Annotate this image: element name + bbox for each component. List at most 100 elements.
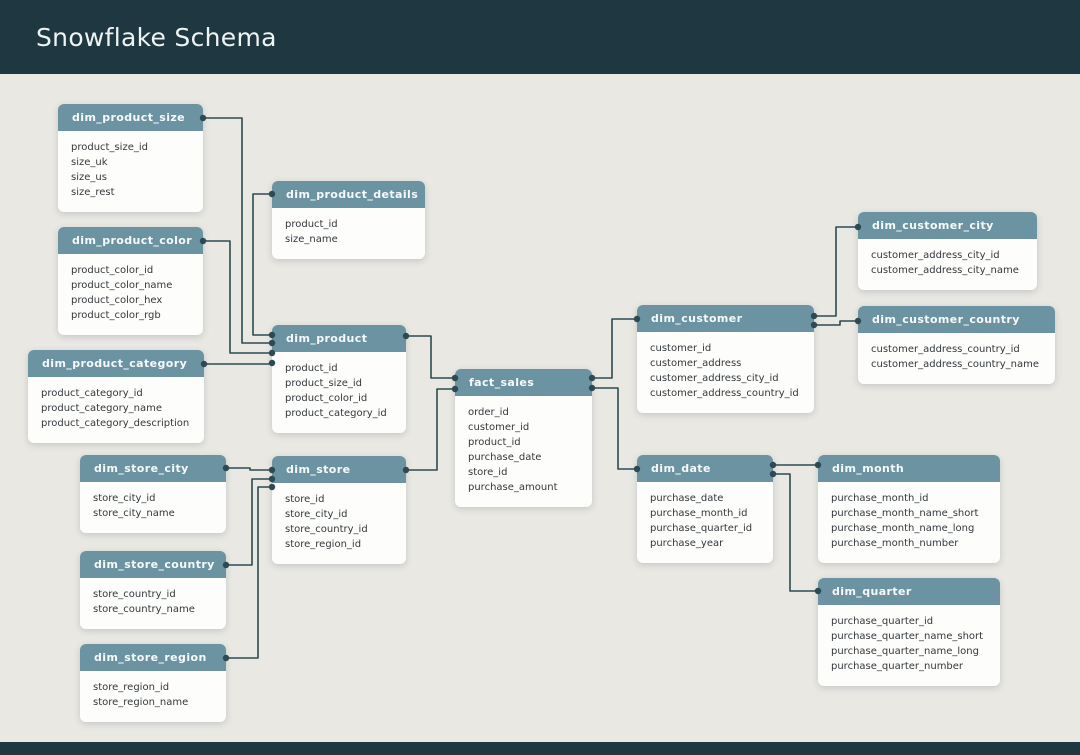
table-body: purchase_month_id purchase_month_name_sh… bbox=[818, 482, 1000, 563]
table-dim-product-color[interactable]: dim_product_color product_color_id produ… bbox=[58, 227, 203, 335]
footer-bar bbox=[0, 742, 1080, 755]
field-row: purchase_month_name_short bbox=[831, 508, 979, 519]
connector-line bbox=[226, 486, 272, 659]
table-header: dim_store bbox=[272, 456, 406, 483]
field-row: product_id bbox=[285, 219, 338, 230]
table-dim-store[interactable]: dim_store store_id store_city_id store_c… bbox=[272, 456, 406, 564]
connector-line bbox=[814, 226, 858, 317]
table-body: store_country_id store_country_name bbox=[80, 578, 226, 629]
field-row: purchase_quarter_id bbox=[831, 616, 934, 627]
table-header: dim_product_category bbox=[28, 350, 204, 377]
field-row: customer_address_city_name bbox=[871, 265, 1019, 276]
field-row: product_category_name bbox=[41, 403, 163, 414]
field-row: purchase_quarter_name_short bbox=[831, 631, 984, 642]
field-row: size_rest bbox=[71, 187, 115, 198]
table-body: purchase_date purchase_month_id purchase… bbox=[637, 482, 773, 563]
table-dim-customer-country[interactable]: dim_customer_country customer_address_co… bbox=[858, 306, 1055, 384]
connector-line bbox=[226, 478, 272, 566]
field-row: size_name bbox=[285, 234, 338, 245]
field-row: store_region_id bbox=[285, 539, 362, 550]
connector-line bbox=[592, 318, 637, 379]
table-dim-store-city[interactable]: dim_store_city store_city_id store_city_… bbox=[80, 455, 226, 533]
field-row: purchase_year bbox=[650, 538, 724, 549]
table-dim-customer[interactable]: dim_customer customer_id customer_addres… bbox=[637, 305, 814, 413]
field-row: store_id bbox=[468, 467, 508, 478]
table-header: dim_quarter bbox=[818, 578, 1000, 605]
table-body: purchase_quarter_id purchase_quarter_nam… bbox=[818, 605, 1000, 686]
table-fact-sales[interactable]: fact_sales order_id customer_id product_… bbox=[455, 369, 592, 507]
field-row: customer_id bbox=[468, 422, 530, 433]
field-row: product_size_id bbox=[285, 378, 362, 389]
connector-line bbox=[252, 193, 272, 336]
table-dim-customer-city[interactable]: dim_customer_city customer_address_city_… bbox=[858, 212, 1037, 290]
table-header: dim_customer bbox=[637, 305, 814, 332]
field-row: customer_address bbox=[650, 358, 742, 369]
connector-line bbox=[592, 387, 637, 470]
field-row: store_country_name bbox=[93, 604, 195, 615]
table-header: dim_customer_country bbox=[858, 306, 1055, 333]
field-row: purchase_month_name_long bbox=[831, 523, 975, 534]
table-body: product_color_id product_color_name prod… bbox=[58, 254, 203, 335]
table-header: dim_product_details bbox=[272, 181, 425, 208]
table-header: dim_month bbox=[818, 455, 1000, 482]
field-row: store_country_id bbox=[285, 524, 368, 535]
field-row: purchase_date bbox=[650, 493, 724, 504]
table-dim-product-category[interactable]: dim_product_category product_category_id… bbox=[28, 350, 204, 443]
table-dim-quarter[interactable]: dim_quarter purchase_quarter_id purchase… bbox=[818, 578, 1000, 686]
field-row: product_color_rgb bbox=[71, 310, 161, 321]
field-row: purchase_month_id bbox=[831, 493, 929, 504]
field-row: product_category_description bbox=[41, 418, 190, 429]
table-body: customer_address_city_id customer_addres… bbox=[858, 239, 1037, 290]
field-row: store_city_name bbox=[93, 508, 175, 519]
field-row: product_size_id bbox=[71, 142, 148, 153]
field-row: customer_id bbox=[650, 343, 712, 354]
table-header: dim_date bbox=[637, 455, 773, 482]
table-dim-product-size[interactable]: dim_product_size product_size_id size_uk… bbox=[58, 104, 203, 212]
table-header: dim_product_color bbox=[58, 227, 203, 254]
table-body: store_region_id store_region_name bbox=[80, 671, 226, 722]
field-row: product_color_id bbox=[71, 265, 154, 276]
table-dim-date[interactable]: dim_date purchase_date purchase_month_id… bbox=[637, 455, 773, 563]
field-row: purchase_date bbox=[468, 452, 542, 463]
field-row: order_id bbox=[468, 407, 509, 418]
connector-line bbox=[406, 388, 455, 471]
table-body: product_size_id size_uk size_us size_res… bbox=[58, 131, 203, 212]
field-row: store_country_id bbox=[93, 589, 176, 600]
connector-line bbox=[773, 473, 818, 592]
field-row: store_city_id bbox=[93, 493, 156, 504]
table-dim-product[interactable]: dim_product product_id product_size_id p… bbox=[272, 325, 406, 433]
table-body: customer_address_country_id customer_add… bbox=[858, 333, 1055, 384]
table-dim-store-country[interactable]: dim_store_country store_country_id store… bbox=[80, 551, 226, 629]
field-row: purchase_quarter_id bbox=[650, 523, 753, 534]
field-row: purchase_month_number bbox=[831, 538, 959, 549]
page-title: Snowflake Schema bbox=[36, 22, 277, 52]
table-header: dim_product bbox=[272, 325, 406, 352]
connector-line bbox=[814, 320, 858, 326]
table-dim-month[interactable]: dim_month purchase_month_id purchase_mon… bbox=[818, 455, 1000, 563]
field-row: store_id bbox=[285, 494, 325, 505]
field-row: purchase_month_id bbox=[650, 508, 748, 519]
table-body: product_id size_name bbox=[272, 208, 425, 259]
field-row: product_color_name bbox=[71, 280, 173, 291]
table-body: store_id store_city_id store_country_id … bbox=[272, 483, 406, 564]
field-row: purchase_quarter_number bbox=[831, 661, 964, 672]
table-dim-store-region[interactable]: dim_store_region store_region_id store_r… bbox=[80, 644, 226, 722]
field-row: customer_address_city_id bbox=[871, 250, 1000, 261]
field-row: product_id bbox=[468, 437, 521, 448]
table-header: fact_sales bbox=[455, 369, 592, 396]
field-row: size_us bbox=[71, 172, 107, 183]
connector-line bbox=[226, 467, 272, 471]
table-body: product_category_id product_category_nam… bbox=[28, 377, 204, 443]
field-row: customer_address_city_id bbox=[650, 373, 779, 384]
table-body: product_id product_size_id product_color… bbox=[272, 352, 406, 433]
table-dim-product-details[interactable]: dim_product_details product_id size_name bbox=[272, 181, 425, 259]
field-row: customer_address_country_name bbox=[871, 359, 1039, 370]
table-header: dim_store_region bbox=[80, 644, 226, 671]
field-row: size_uk bbox=[71, 157, 108, 168]
field-row: store_region_id bbox=[93, 682, 170, 693]
table-header: dim_store_city bbox=[80, 455, 226, 482]
connector-line bbox=[406, 335, 455, 379]
table-header: dim_product_size bbox=[58, 104, 203, 131]
field-row: purchase_amount bbox=[468, 482, 558, 493]
